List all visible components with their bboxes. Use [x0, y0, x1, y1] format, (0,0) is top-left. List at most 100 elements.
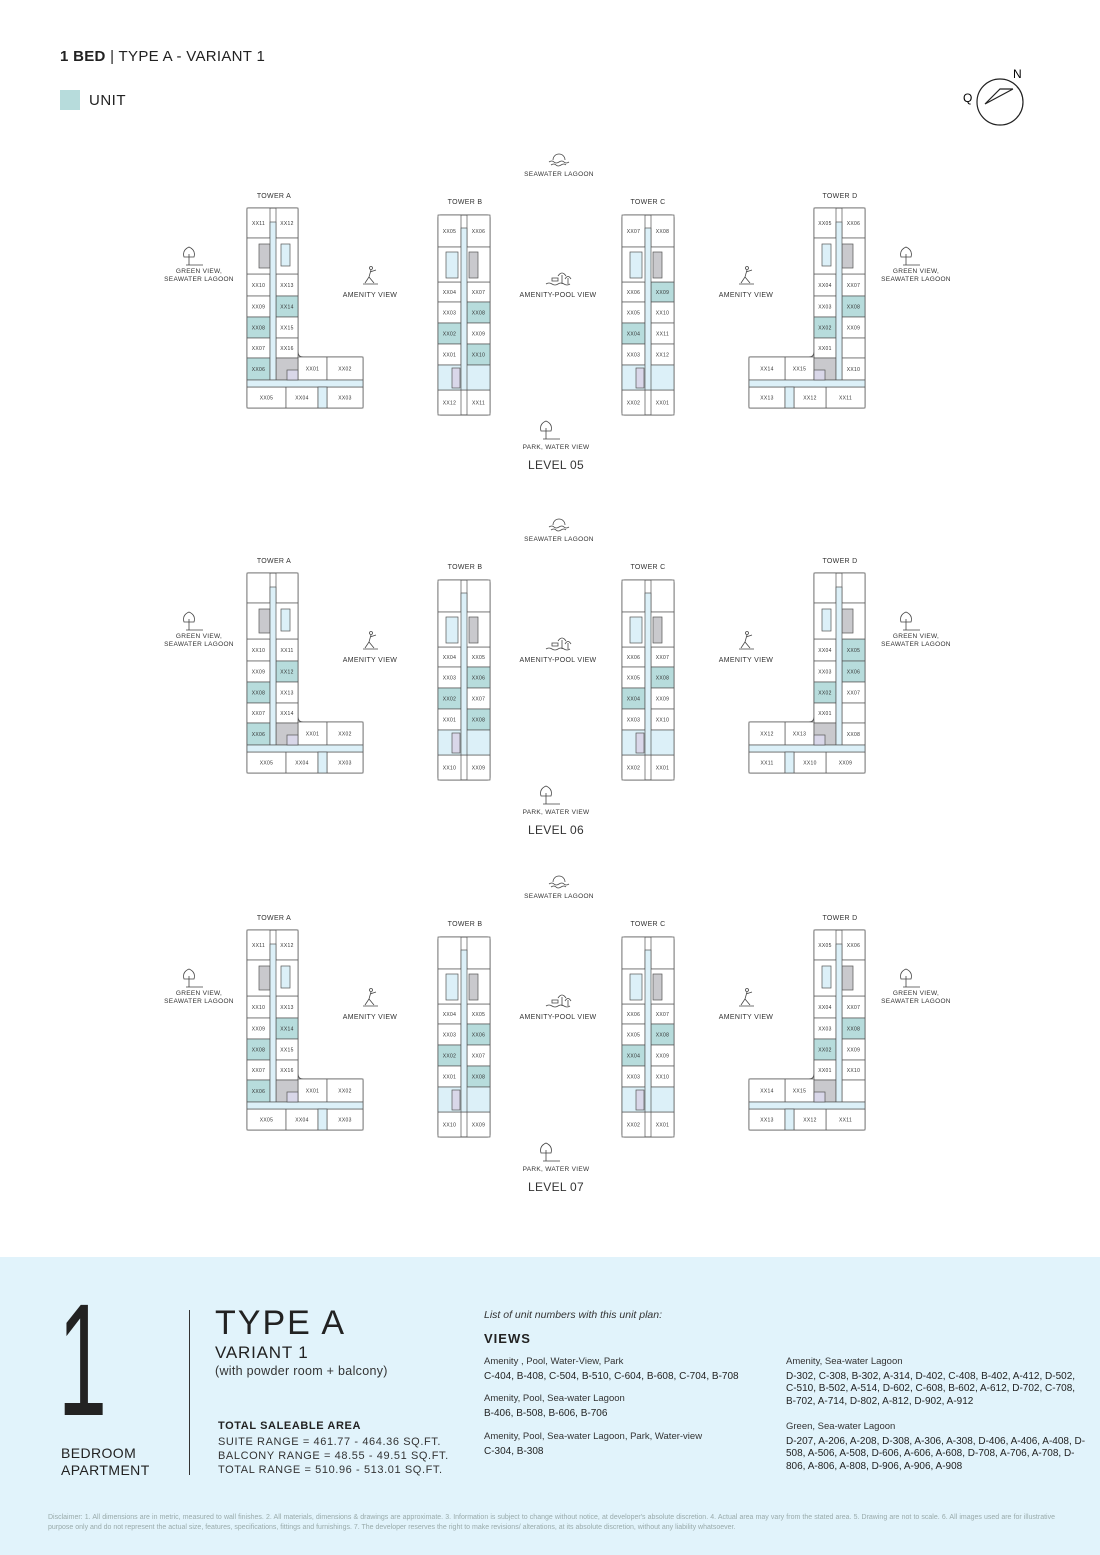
- unit-label: XX07: [472, 1053, 485, 1059]
- unit-label: XX09: [656, 290, 669, 296]
- stairs: [258, 965, 271, 991]
- view-group-name: Amenity, Pool, Sea-water Lagoon: [484, 1393, 625, 1404]
- green-view-label: SEAWATER LAGOON: [881, 998, 951, 1005]
- unit-label: XX06: [627, 1012, 640, 1018]
- lift-lobby: [445, 973, 459, 1001]
- unit-label: XX06: [472, 1032, 485, 1038]
- divider: [189, 1310, 190, 1475]
- service: [635, 367, 645, 389]
- view-group-units: C-304, B-308: [484, 1445, 544, 1457]
- unit-label: XX05: [443, 229, 456, 235]
- unit-blank: [841, 572, 866, 604]
- unit-label: XX08: [252, 1047, 265, 1053]
- unit-label: XX03: [338, 395, 351, 401]
- service: [635, 1089, 645, 1111]
- view-group-units: D-302, C-308, B-302, A-314, D-402, C-408…: [786, 1370, 1076, 1407]
- pool-icon: [545, 637, 572, 651]
- lift-lobby: [821, 965, 832, 989]
- amenity-icon: [739, 988, 754, 1007]
- unit-label: XX14: [280, 1026, 293, 1032]
- view-group-name: Amenity, Pool, Sea-water Lagoon, Park, W…: [484, 1431, 703, 1442]
- unit-label: XX10: [803, 760, 816, 766]
- corridor: [644, 592, 652, 756]
- pool-icon: [545, 994, 572, 1008]
- tower-name: TOWER D: [822, 915, 857, 922]
- stairs: [841, 965, 854, 991]
- disclaimer: Disclaimer: 1. All dimensions are in met…: [48, 1514, 1055, 1531]
- unit-label: XX09: [847, 325, 860, 331]
- unit-label: XX02: [818, 690, 831, 696]
- unit-label: XX11: [252, 943, 265, 949]
- unit-label: XX05: [472, 1012, 485, 1018]
- unit-label: XX15: [280, 325, 293, 331]
- unit-label: XX13: [760, 395, 773, 401]
- level-label: LEVEL 07: [528, 1180, 584, 1194]
- unit-label: XX16: [280, 1068, 293, 1074]
- total-range: TOTAL RANGE = 510.96 - 513.01 SQ.FT.: [218, 1464, 443, 1476]
- corridor: [269, 221, 277, 381]
- unit-label: XX01: [443, 717, 456, 723]
- unit-label: XX13: [280, 1005, 293, 1011]
- unit-label: XX05: [818, 943, 831, 949]
- tower-d-plan: XX05XX04XX06XX03XX07XX02XX01XX08XX13XX12…: [748, 558, 866, 774]
- corridor: [460, 592, 468, 756]
- corridor: [317, 1108, 328, 1131]
- unit-label: XX03: [338, 1117, 351, 1123]
- unit-blank: [841, 702, 866, 724]
- unit-label: XX14: [760, 1088, 773, 1094]
- corridor: [784, 751, 795, 774]
- unit-label: XX12: [803, 1117, 816, 1123]
- unit-label: XX03: [443, 310, 456, 316]
- unit-label: XX06: [847, 669, 860, 675]
- unit-label: XX07: [252, 1068, 265, 1074]
- green-view-label: SEAWATER LAGOON: [164, 276, 234, 283]
- unit-label: XX06: [627, 290, 640, 296]
- lagoon-icon: [548, 153, 570, 167]
- unit-label: XX05: [847, 648, 860, 654]
- legend: UNIT: [60, 90, 126, 110]
- tower-name: TOWER C: [630, 199, 665, 206]
- unit-label: XX10: [252, 283, 265, 289]
- tower-name: TOWER D: [822, 193, 857, 200]
- unit-label: XX03: [443, 675, 456, 681]
- unit-label: XX11: [839, 395, 852, 401]
- unit-label: XX06: [252, 367, 265, 373]
- unit-blank: [650, 936, 675, 970]
- unit-label: XX08: [656, 1032, 669, 1038]
- corridor: [748, 744, 866, 753]
- unit-label: XX08: [472, 310, 485, 316]
- tree-icon: [540, 420, 560, 440]
- service: [451, 367, 461, 389]
- lift-lobby: [629, 616, 643, 644]
- unit-label: XX06: [252, 732, 265, 738]
- lift-lobby: [629, 251, 643, 279]
- tree-icon: [540, 785, 560, 805]
- unit-label: XX07: [472, 696, 485, 702]
- unit-label: XX04: [295, 1117, 308, 1123]
- stairs: [652, 973, 663, 1001]
- unit-label: XX04: [818, 648, 831, 654]
- park-view-label: PARK, WATER VIEW: [523, 1166, 590, 1173]
- lift-lobby: [445, 616, 459, 644]
- unit-label: XX10: [252, 1005, 265, 1011]
- bedroom-line-1: BEDROOM: [61, 1445, 137, 1461]
- unit-label: XX09: [472, 1122, 485, 1128]
- amenity-icon: [363, 266, 378, 285]
- unit-label: XX04: [443, 290, 456, 296]
- unit-label: XX06: [472, 675, 485, 681]
- unit-label: XX01: [306, 366, 319, 372]
- unit-label: XX11: [839, 1117, 852, 1123]
- park-view-label: PARK, WATER VIEW: [523, 809, 590, 816]
- unit-label: XX02: [627, 765, 640, 771]
- unit-label: XX16: [280, 346, 293, 352]
- amenity-pool-view-label: AMENITY-POOL VIEW: [520, 292, 597, 299]
- amenity-pool-view-label: AMENITY-POOL VIEW: [520, 657, 597, 664]
